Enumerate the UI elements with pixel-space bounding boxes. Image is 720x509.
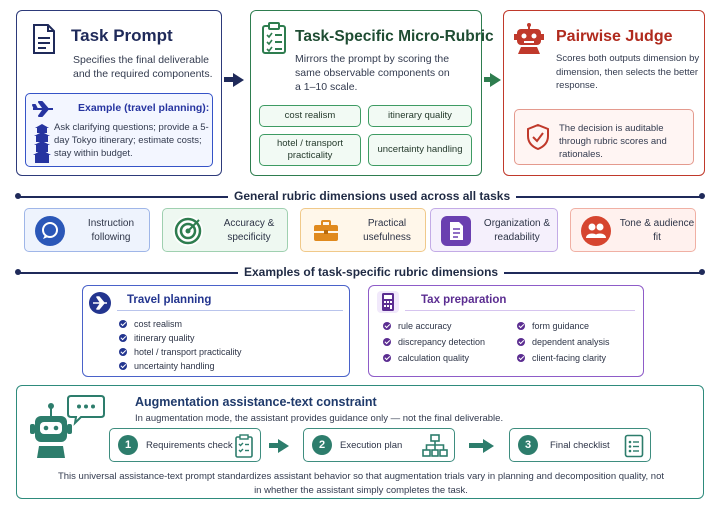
pagoda-icon <box>33 121 51 163</box>
dimension-practical-usefulness: Practical usefulness <box>300 208 426 252</box>
dimension-label: Accuracy & specificity <box>223 218 275 243</box>
section-dot <box>15 193 21 199</box>
dimension-accuracy-specificity: Accuracy & specificity <box>162 208 288 252</box>
list-item: calculation quality <box>383 353 469 363</box>
step-requirements-check: 1 Requirements check <box>109 428 261 462</box>
calculator-icon <box>377 291 399 313</box>
document-lines-icon <box>441 216 471 246</box>
step-number: 3 <box>518 435 538 455</box>
step-final-checklist: 3 Final checklist <box>509 428 651 462</box>
list-item: itinerary quality <box>119 333 195 343</box>
step-label: Final checklist <box>550 440 610 451</box>
pairwise-judge-description: Scores both outputs dimension by dimensi… <box>556 53 700 91</box>
rubric-chip: cost realism <box>259 105 361 127</box>
task-prompt-description: Specifies the final deliverable and the … <box>73 54 213 80</box>
list-item: hotel / transport practicality <box>119 347 242 357</box>
augmentation-subtitle: In augmentation mode, the assistant prov… <box>135 413 504 424</box>
list-item: cost realism <box>119 319 182 329</box>
example-box: Example (travel planning): Ask clarifyin… <box>25 93 213 167</box>
list-item: discrepancy detection <box>383 337 485 347</box>
list-item: uncertainty handling <box>119 361 215 371</box>
dimension-organization-readability: Organization & readability <box>430 208 558 252</box>
tax-preparation-title: Tax preparation <box>421 294 507 306</box>
step-label: Requirements check <box>146 440 233 451</box>
dimension-label: Organization & readability <box>483 218 551 243</box>
example-title: Example (travel planning): <box>78 102 210 114</box>
rubric-chip: uncertainty handling <box>368 134 472 166</box>
step-number: 2 <box>312 435 332 455</box>
pairwise-judge-title: Pairwise Judge <box>556 28 673 45</box>
judge-audit-text: The decision is auditable through rubric… <box>559 123 667 160</box>
rubric-chip: itinerary quality <box>368 105 472 127</box>
step-arrow-head <box>278 439 289 453</box>
travel-planning-card: Travel planning cost realism itinerary q… <box>82 285 350 377</box>
clipboard-checklist-icon <box>262 22 286 54</box>
step-execution-plan: 2 Execution plan <box>303 428 455 462</box>
step-label: Execution plan <box>340 440 403 451</box>
travel-planning-title: Travel planning <box>127 294 212 306</box>
hierarchy-icon <box>422 434 448 457</box>
step-arrow-head <box>483 439 494 453</box>
micro-rubric-title: Task-Specific Micro-Rubric <box>295 28 494 45</box>
shield-check-icon <box>527 124 549 150</box>
task-prompt-card: Task Prompt Specifies the final delivera… <box>16 10 222 176</box>
tax-preparation-card: Tax preparation rule accuracy discrepanc… <box>368 285 644 377</box>
step-arrow-shaft <box>269 443 279 448</box>
target-icon <box>173 216 203 246</box>
dimension-label: Tone & audience fit <box>619 218 695 243</box>
arrow-rubric-to-judge-head <box>490 73 501 87</box>
airplane-icon <box>89 292 111 314</box>
assistant-robot-icon <box>30 395 105 458</box>
section-dot <box>15 269 21 275</box>
title-divider <box>117 310 343 311</box>
document-icon <box>33 24 55 54</box>
briefcase-icon <box>311 216 341 246</box>
arrow-rubric-to-judge-shaft <box>484 77 491 82</box>
rubric-chip: hotel / transport practicality <box>259 134 361 166</box>
list-item: client-facing clarity <box>517 353 606 363</box>
dimension-label: Instruction following <box>87 218 135 243</box>
list-icon <box>624 434 644 458</box>
checklist-icon <box>235 434 253 458</box>
micro-rubric-description: Mirrors the prompt by scoring the same o… <box>295 53 450 93</box>
section-dot <box>699 269 705 275</box>
list-item: form guidance <box>517 321 589 331</box>
augmentation-title: Augmentation assistance-text constraint <box>135 395 377 409</box>
pairwise-judge-card: Pairwise Judge Scores both outputs dimen… <box>503 10 705 176</box>
step-number: 1 <box>118 435 138 455</box>
robot-icon <box>514 23 544 54</box>
title-divider <box>405 310 635 311</box>
step-arrow-shaft <box>469 443 484 448</box>
list-item: rule accuracy <box>383 321 452 331</box>
task-specific-section-title: Examples of task-specific rubric dimensi… <box>238 265 505 279</box>
dimension-label: Practical usefulness <box>363 218 411 243</box>
arrow-task-to-rubric-head <box>233 73 244 87</box>
augmentation-footer: This universal assistance-text prompt st… <box>57 471 665 496</box>
list-item: dependent analysis <box>517 337 610 347</box>
micro-rubric-card: Task-Specific Micro-Rubric Mirrors the p… <box>250 10 494 176</box>
people-icon <box>581 216 611 246</box>
augmentation-card: Augmentation assistance-text constraint … <box>16 385 704 499</box>
dimension-tone-audience-fit: Tone & audience fit <box>570 208 696 252</box>
general-section-title: General rubric dimensions used across al… <box>228 189 517 203</box>
dimension-instruction-following: Instruction following <box>24 208 150 252</box>
arrow-task-to-rubric-shaft <box>224 77 234 82</box>
judge-audit-box: The decision is auditable through rubric… <box>514 109 694 165</box>
task-prompt-title: Task Prompt <box>71 26 173 45</box>
chat-bubble-icon <box>35 216 65 246</box>
example-text: Ask clarifying questions; provide a 5-da… <box>54 122 209 159</box>
airplane-icon <box>32 101 53 117</box>
section-dot <box>699 193 705 199</box>
